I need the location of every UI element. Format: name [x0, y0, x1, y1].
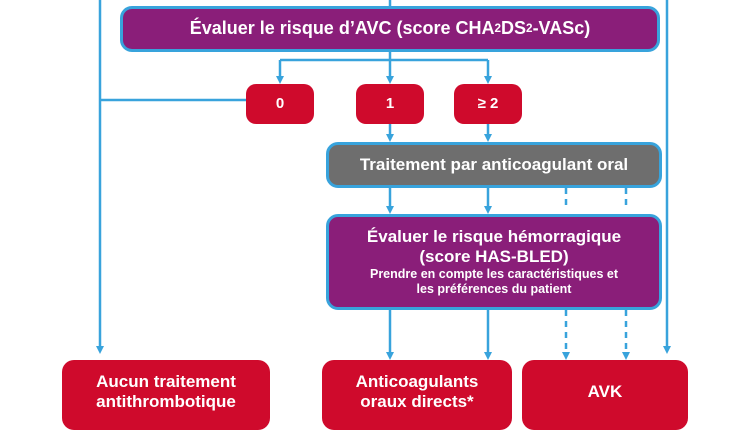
- bleeding-risk-line2: (score HAS-BLED): [419, 247, 569, 266]
- stroke-risk-sub2: 2: [526, 21, 533, 35]
- doac-line1: Anticoagulants: [355, 372, 479, 391]
- score-2-label: ≥ 2: [477, 95, 499, 112]
- oral-anticoag-box: Traitement par anticoagulant oral: [326, 142, 662, 188]
- stroke-risk-mid: DS: [501, 18, 527, 39]
- stroke-risk-sub1: 2: [494, 21, 502, 35]
- no-treatment-line1: Aucun traitement: [96, 372, 236, 391]
- bleeding-risk-line3: Prendre en compte les caractéristiques e…: [369, 267, 619, 282]
- doac-line2: oraux directs*: [360, 392, 474, 412]
- doac-box: Anticoagulants oraux directs*: [322, 360, 512, 430]
- score-2-box: ≥ 2: [454, 84, 522, 124]
- flowchart-connectors: [96, 0, 671, 360]
- avk-box: AVK: [522, 360, 688, 430]
- oral-anticoag-label: Traitement par anticoagulant oral: [359, 154, 629, 174]
- no-treatment-line2: antithrombotique: [96, 392, 236, 412]
- score-1-box: 1: [356, 84, 424, 124]
- stroke-risk-prefix: Évaluer le risque d’AVC (score CHA: [189, 18, 495, 39]
- score-0-label: 0: [275, 95, 285, 112]
- avk-label: AVK: [587, 382, 623, 401]
- bleeding-risk-line4: les préférences du patient: [416, 282, 572, 297]
- stroke-risk-suffix: -VASc): [532, 18, 591, 39]
- bleeding-risk-line1: Évaluer le risque hémorragique: [366, 226, 622, 246]
- bleeding-risk-box: Évaluer le risque hémorragique (score HA…: [326, 214, 662, 310]
- score-1-label: 1: [385, 95, 395, 112]
- no-treatment-box: Aucun traitement antithrombotique: [62, 360, 270, 430]
- score-0-box: 0: [246, 84, 314, 124]
